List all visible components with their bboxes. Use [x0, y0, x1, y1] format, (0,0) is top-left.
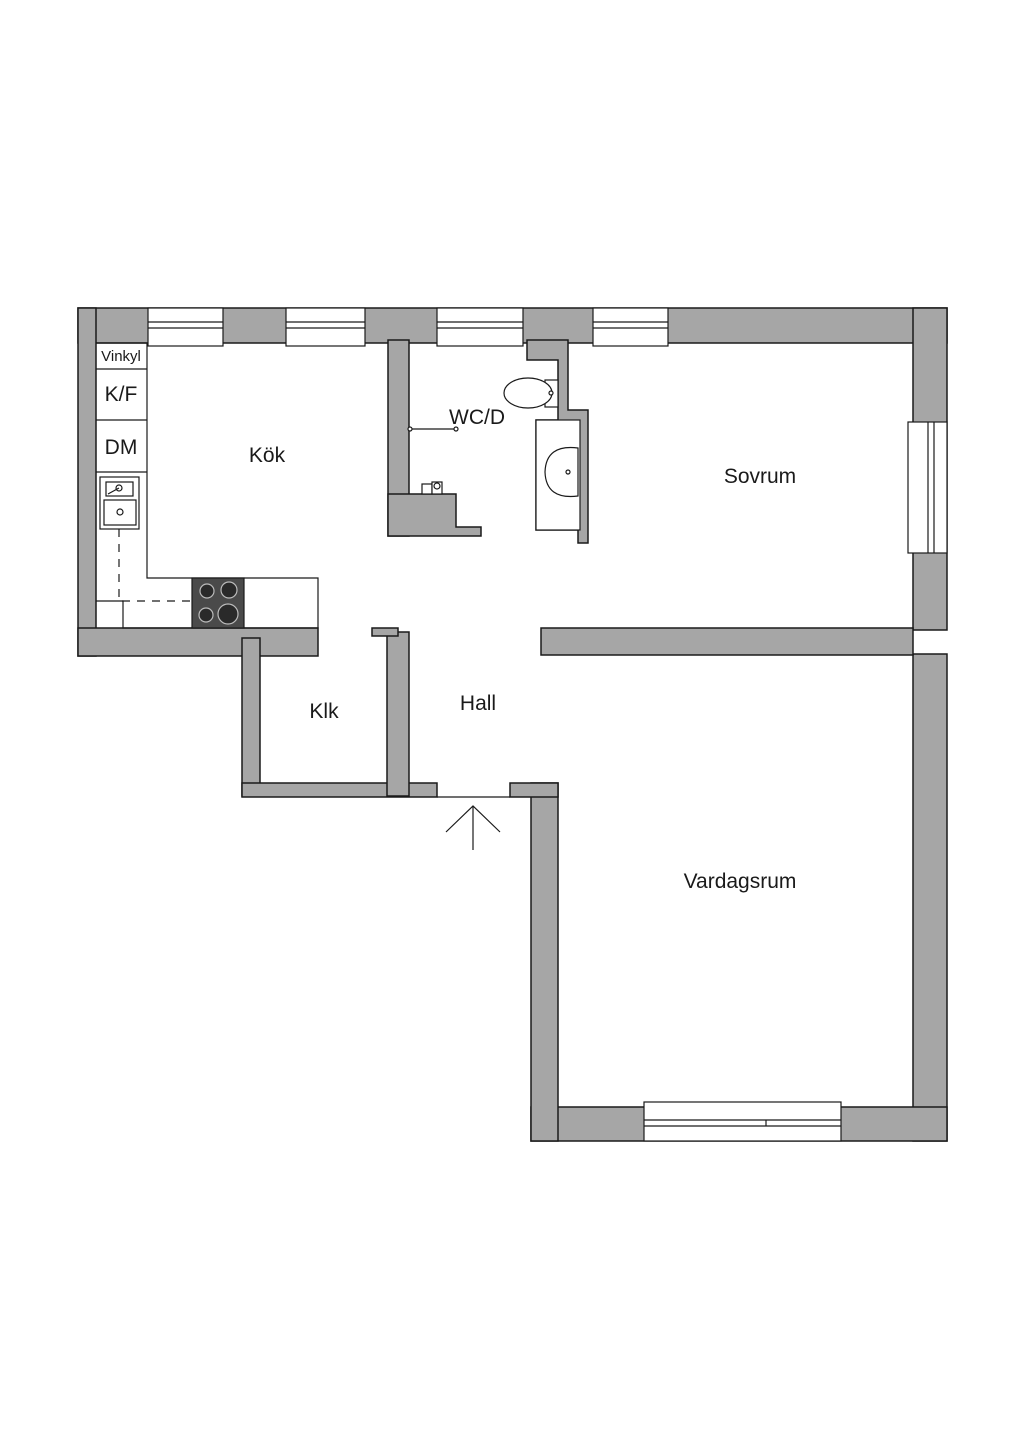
window-bottom — [643, 1101, 842, 1142]
window-1 — [147, 307, 224, 347]
wall-klk-stub — [371, 627, 399, 637]
wall-wc-bottom — [387, 493, 482, 537]
label-living: Vardagsrum — [684, 870, 797, 893]
kitchen-counter — [96, 342, 319, 629]
counter-dashed-line — [118, 529, 192, 602]
label-bedroom: Sovrum — [724, 465, 796, 488]
wall-living-left — [530, 782, 559, 1142]
wall-klk-left — [241, 637, 261, 797]
label-closet: Klk — [309, 700, 339, 723]
room-labels: Kök WC/D Sovrum Hall Klk Vardagsrum — [249, 406, 797, 893]
wall-right-lower — [912, 653, 948, 1142]
sink-icon — [99, 476, 140, 530]
windows — [147, 307, 948, 1142]
window-right — [907, 421, 948, 554]
toilet-icon — [503, 377, 559, 409]
walls — [77, 307, 948, 1142]
label-hall: Hall — [460, 692, 496, 715]
wall-living-return — [509, 782, 559, 798]
stove-icon — [191, 577, 245, 629]
shower-icon — [407, 426, 459, 495]
wall-kitchen-bottom — [77, 627, 319, 657]
label-wc: WC/D — [449, 406, 505, 429]
label-fridge-freezer: K/F — [105, 383, 138, 406]
window-3 — [436, 307, 524, 347]
wc-fixtures — [407, 377, 581, 531]
label-dishwasher: DM — [105, 436, 138, 459]
washbasin-icon — [535, 419, 581, 531]
window-4 — [592, 307, 669, 347]
window-2 — [285, 307, 366, 347]
label-wine-fridge: Vinkyl — [101, 348, 141, 365]
entrance-arrow-icon — [437, 796, 510, 850]
kitchen-fixtures: Vinkyl K/F DM — [96, 342, 319, 629]
wall-left — [77, 307, 97, 657]
wall-divider — [540, 627, 914, 656]
wall-klk-right — [386, 631, 410, 797]
label-kitchen: Kök — [249, 444, 286, 467]
